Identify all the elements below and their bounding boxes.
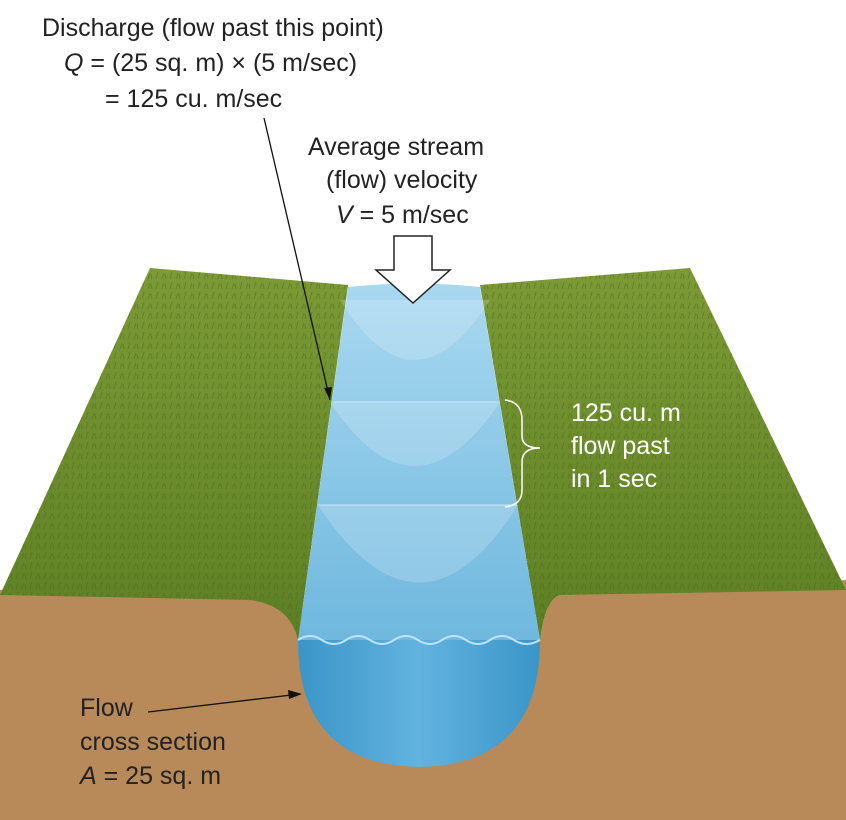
- cross-section-value: A = 25 sq. m: [80, 760, 221, 793]
- volume-line2: flow past: [571, 432, 670, 460]
- discharge-pointer: [263, 117, 331, 401]
- stream-channel: [298, 283, 540, 640]
- discharge-formula: Q = (25 sq. m) × (5 m/sec): [64, 47, 357, 80]
- flow-cross-section: [298, 640, 540, 767]
- velocity-value-text: = 5 m/sec: [352, 201, 469, 229]
- velocity-arrow-icon: [374, 235, 452, 305]
- volume-line1: 125 cu. m: [571, 399, 681, 427]
- velocity-value: V = 5 m/sec: [336, 199, 469, 232]
- area-value-text: = 25 sq. m: [96, 762, 222, 790]
- volume-line3: in 1 sec: [571, 465, 658, 493]
- velocity-line2: (flow) velocity: [326, 166, 478, 194]
- velocity-var: V: [336, 201, 353, 229]
- area-var: A: [80, 762, 97, 790]
- velocity-line1: Average stream: [308, 133, 485, 161]
- cross-section-line1: Flow: [80, 694, 133, 722]
- brace-icon: [504, 399, 541, 508]
- discharge-formula-text: = (25 sq. m) × (5 m/sec): [83, 49, 358, 77]
- discharge-var: Q: [64, 49, 84, 77]
- cross-section-line2: cross section: [80, 728, 226, 756]
- discharge-result: = 125 cu. m/sec: [105, 85, 283, 113]
- cross-section-pointer: [147, 693, 301, 713]
- discharge-title: Discharge (flow past this point): [42, 14, 384, 42]
